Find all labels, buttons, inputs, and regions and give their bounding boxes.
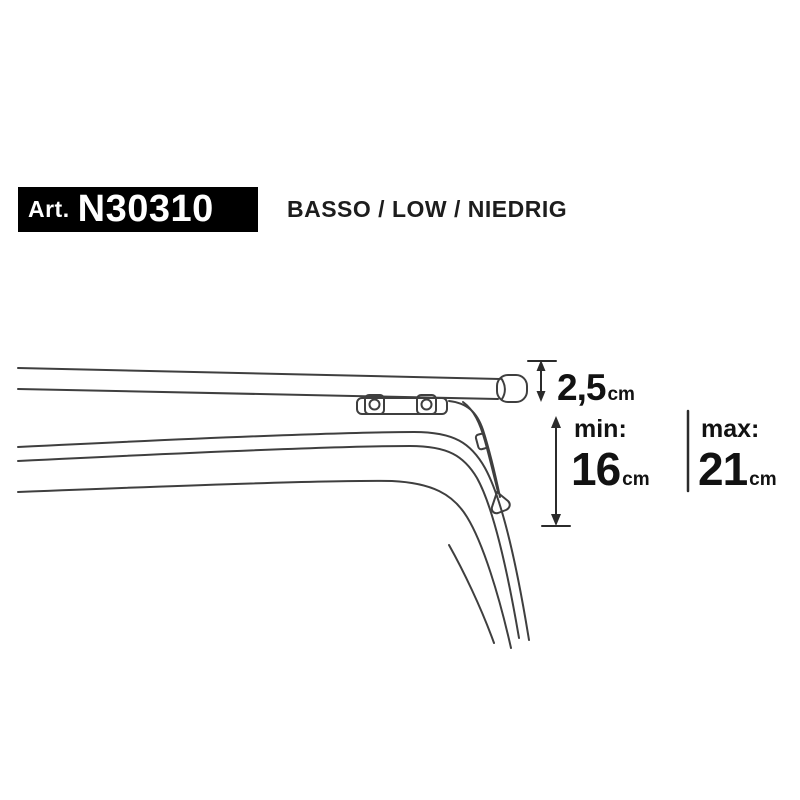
dim-25-arrow-up <box>536 360 546 371</box>
clamp-knob-right <box>416 394 437 415</box>
bar-end-cap-inner <box>500 377 506 400</box>
min-label: min: <box>574 415 627 443</box>
mounting-foot <box>356 394 511 515</box>
bar-height-value: 2,5 <box>557 367 606 408</box>
min-height-dimension: min: 16 cm <box>571 415 650 495</box>
bar-top-edge <box>17 367 501 380</box>
foot-leg-outer <box>448 400 501 498</box>
dimension-lines <box>527 360 690 527</box>
clamp-knob-left-bolt <box>368 398 381 411</box>
max-label: max: <box>701 415 760 443</box>
dim-min-arrow-down <box>551 514 561 526</box>
bar-height-dimension: 2,5 cm <box>557 369 635 406</box>
max-unit: cm <box>749 469 777 490</box>
article-code: N30310 <box>77 188 214 230</box>
max-height-dimension: max: 21 cm <box>698 415 777 495</box>
roofline-lower <box>17 479 512 649</box>
bar-end-cap <box>496 374 528 403</box>
roof-bar <box>17 367 528 403</box>
roofline-second <box>17 445 520 639</box>
max-value: 21 <box>698 443 748 495</box>
min-value: 16 <box>571 443 621 495</box>
article-number-label: Art. N30310 <box>18 187 258 232</box>
bar-height-unit: cm <box>607 384 635 405</box>
dim-25-arrow-down <box>536 391 546 402</box>
foot-leg-detail <box>474 432 489 451</box>
clamp-knob-left <box>364 394 385 415</box>
clamp-knob-right-bolt <box>420 398 433 411</box>
article-prefix: Art. <box>28 196 70 222</box>
car-roof-lines <box>17 431 530 649</box>
clamp-plate <box>356 397 448 415</box>
pillar-edge-line <box>448 544 495 644</box>
min-unit: cm <box>622 469 650 490</box>
variant-label: BASSO / LOW / NIEDRIG <box>287 196 568 222</box>
roofline-top <box>17 431 530 641</box>
dim-min-arrow-up <box>551 416 561 428</box>
